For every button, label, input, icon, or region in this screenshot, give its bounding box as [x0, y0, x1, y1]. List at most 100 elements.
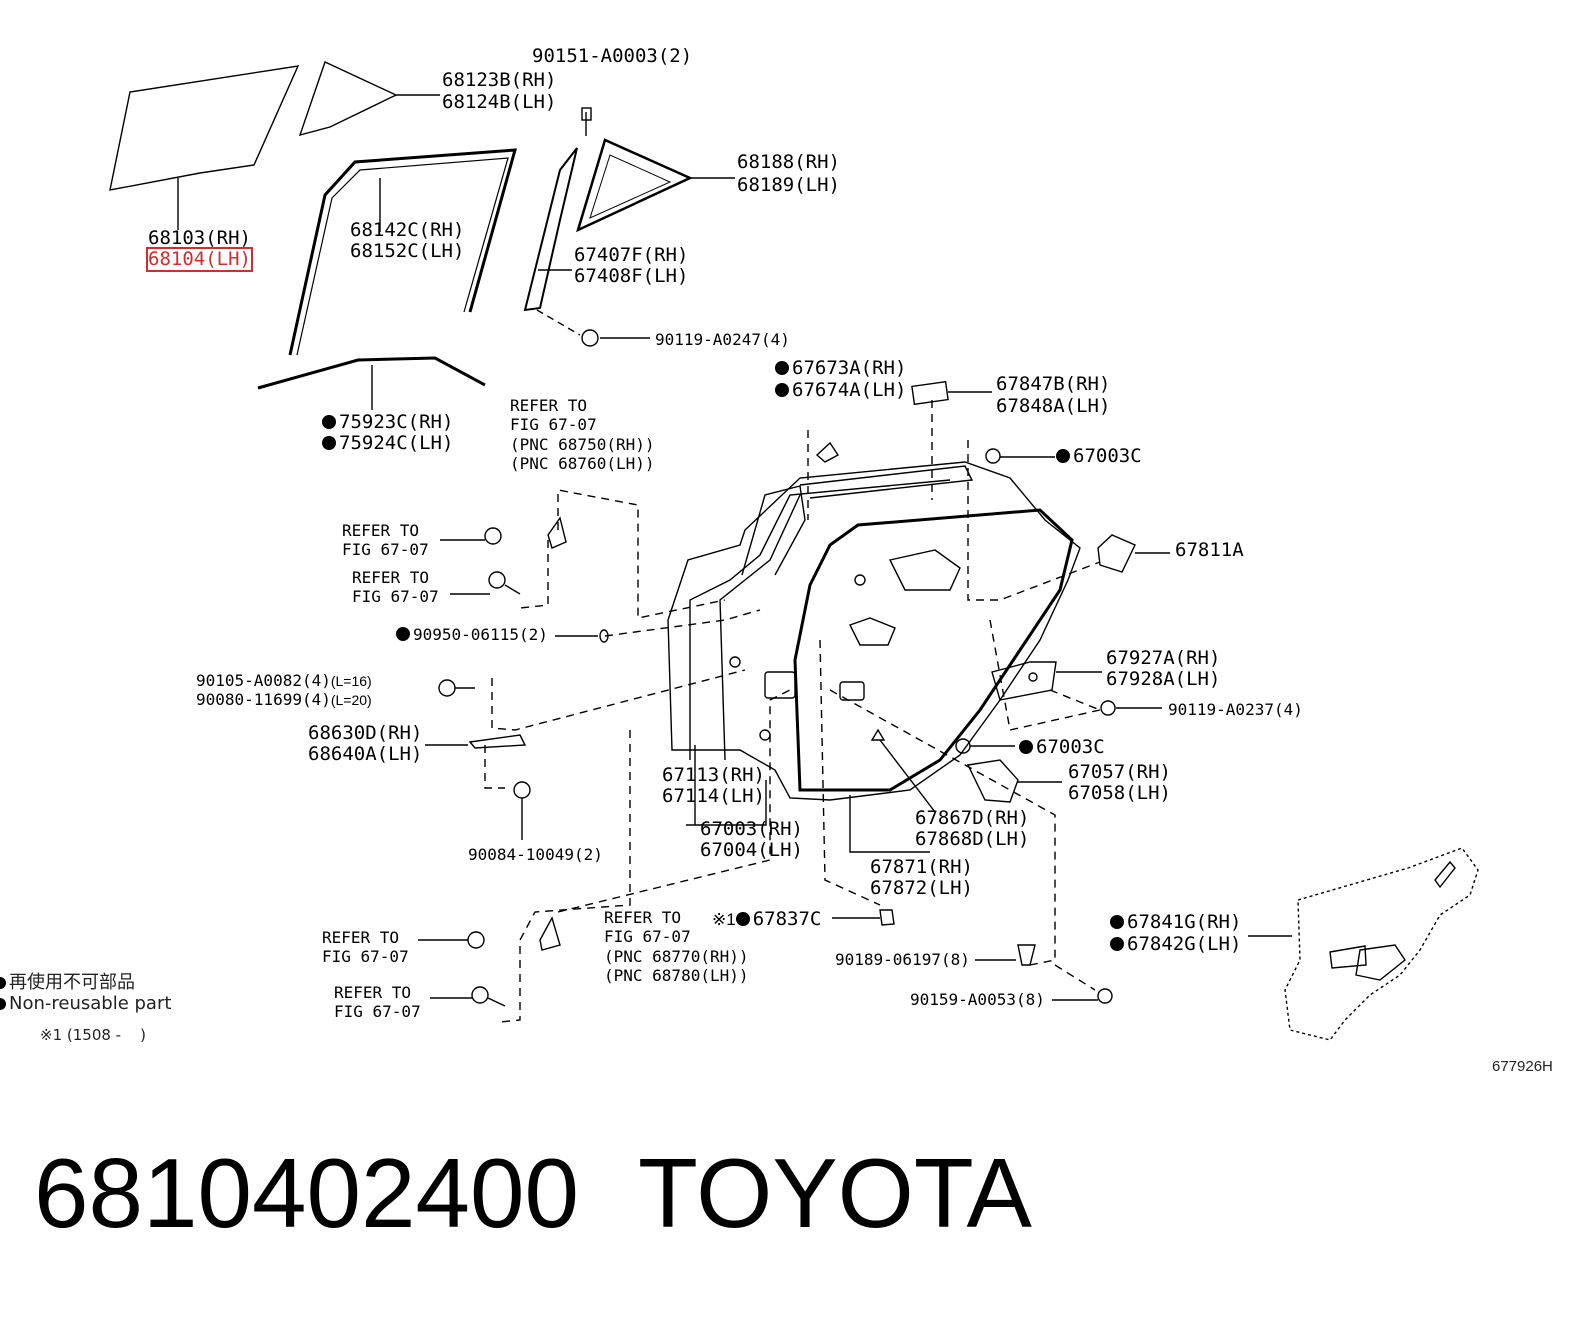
refer6-line1: REFER TO — [334, 983, 412, 1002]
screw-icon — [581, 107, 592, 121]
non-reusable-dot-icon — [1019, 740, 1033, 754]
label-67871: 67871(RH) — [870, 856, 973, 878]
refer1-line2: FIG 67-07 — [510, 415, 597, 434]
legend-note: ※1 (1508 - ) — [40, 1026, 147, 1044]
bolt-icon — [581, 329, 599, 347]
door-weatherstrip — [793, 508, 1074, 792]
glass-run-channel — [288, 148, 518, 356]
non-reusable-dot-icon — [1110, 937, 1124, 951]
non-reusable-dot-icon — [735, 912, 750, 926]
label-67003c-top: 67003C — [1056, 446, 1142, 467]
check-arm-icon — [468, 734, 527, 749]
clip-icon-2 — [879, 909, 895, 926]
label-67003c-mid: 67003C — [1019, 737, 1105, 758]
label-67114: 67114(LH) — [662, 785, 765, 807]
label-67408: 67408F(LH) — [574, 265, 689, 287]
label-90151: 90151-A0003(2) — [532, 45, 693, 67]
label-68188: 68188(RH) — [737, 151, 840, 173]
pad-icon — [911, 380, 949, 406]
label-67872: 67872(LH) — [870, 877, 973, 899]
label-68124: 68124B(LH) — [442, 91, 557, 113]
refer2-line1: REFER TO — [342, 521, 420, 540]
pad-icon-2 — [1097, 534, 1136, 573]
label-67928: 67928A(LH) — [1106, 668, 1221, 690]
label-68123: 68123B(RH) — [442, 69, 557, 91]
non-reusable-dot-icon — [322, 415, 336, 429]
bracket-icon — [991, 661, 1057, 701]
label-68189: 68189(LH) — [737, 174, 840, 196]
label-90119b: 90119-A0237(4) — [1168, 700, 1303, 719]
door-glass — [109, 65, 300, 191]
division-bar — [523, 147, 578, 312]
non-reusable-dot-icon — [396, 627, 410, 641]
label-68103: 68103(RH) — [148, 227, 251, 249]
door-trim-panel — [1284, 847, 1479, 1041]
belt-moulding — [257, 356, 486, 390]
label-75923: 75923C(RH) — [322, 412, 453, 433]
refer5-line3: (PNC 68770(RH)) — [604, 947, 749, 966]
label-68142: 68142C(RH) — [350, 219, 465, 241]
non-reusable-dot-icon — [775, 361, 789, 375]
label-90189: 90189-06197(8) — [835, 950, 970, 969]
label-67842: 67842G(LH) — [1110, 934, 1241, 955]
clip-icon — [815, 441, 840, 463]
door-handle-icon — [966, 759, 1019, 803]
label-67058: 67058(LH) — [1068, 782, 1171, 804]
label-67868: 67868D(LH) — [915, 828, 1030, 850]
refer4-line2: FIG 67-07 — [322, 947, 409, 966]
refer5-line4: (PNC 68780(LH)) — [604, 966, 749, 985]
refer5-line2: FIG 67-07 — [604, 927, 691, 946]
non-reusable-dot-icon — [1110, 915, 1124, 929]
label-67004: 67004(LH) — [700, 839, 803, 861]
label-90080: 90080-11699(4)(L=20) — [196, 690, 372, 709]
label-67674: 67674A(LH) — [775, 380, 906, 401]
non-reusable-dot-icon — [1056, 449, 1070, 463]
label-67927: 67927A(RH) — [1106, 647, 1221, 669]
label-67003: 67003(RH) — [700, 818, 803, 840]
refer5-line1: REFER TO — [604, 908, 682, 927]
non-reusable-dot-icon — [0, 998, 6, 1010]
non-reusable-dot-icon — [0, 977, 6, 989]
label-67057: 67057(RH) — [1068, 761, 1171, 783]
legend-jp: 再使用不可部品 — [0, 968, 135, 994]
refer3-line1: REFER TO — [352, 568, 430, 587]
quarter-frame — [576, 138, 694, 233]
label-90159: 90159-A0053(8) — [910, 990, 1045, 1009]
label-68640: 68640A(LH) — [308, 743, 423, 765]
label-67847: 67847B(RH) — [996, 373, 1111, 395]
label-68630: 68630D(RH) — [308, 722, 423, 744]
label-90084: 90084-10049(2) — [468, 845, 603, 864]
label-75924: 75924C(LH) — [322, 433, 453, 454]
refer3-line2: FIG 67-07 — [352, 587, 439, 606]
non-reusable-dot-icon — [322, 436, 336, 450]
label-67841: 67841G(RH) — [1110, 912, 1241, 933]
label-90119a: 90119-A0247(4) — [655, 330, 790, 349]
legend-en: Non-reusable part — [0, 993, 171, 1014]
label-68104-highlighted[interactable]: 68104(LH) — [146, 247, 253, 272]
refer2-line2: FIG 67-07 — [342, 540, 429, 559]
refer4-line1: REFER TO — [322, 928, 400, 947]
label-67811: 67811A — [1175, 539, 1244, 561]
bolt-icon-2 — [1100, 700, 1116, 716]
label-67407: 67407F(RH) — [574, 244, 689, 266]
label-90105: 90105-A0082(4)(L=16) — [196, 671, 372, 690]
part-number: 6810402400 — [34, 1138, 580, 1248]
label-67848: 67848A(LH) — [996, 395, 1111, 417]
label-90950: 90950-06115(2) — [396, 625, 548, 644]
refer1-line1: REFER TO — [510, 396, 588, 415]
label-67113: 67113(RH) — [662, 764, 765, 786]
figure-code: 677926H — [1492, 1058, 1553, 1075]
label-67673: 67673A(RH) — [775, 358, 906, 379]
refer6-line2: FIG 67-07 — [334, 1002, 421, 1021]
non-reusable-dot-icon — [775, 383, 789, 397]
brand-name: TOYOTA — [638, 1138, 1032, 1248]
plug-icon — [985, 448, 1001, 464]
refer1-line3: (PNC 68750(RH)) — [510, 435, 655, 454]
label-68152: 68152C(LH) — [350, 240, 465, 262]
label-67867: 67867D(RH) — [915, 807, 1030, 829]
door-panel — [667, 461, 1081, 801]
quarter-glass — [298, 61, 398, 137]
refer1-line4: (PNC 68760(LH)) — [510, 454, 655, 473]
